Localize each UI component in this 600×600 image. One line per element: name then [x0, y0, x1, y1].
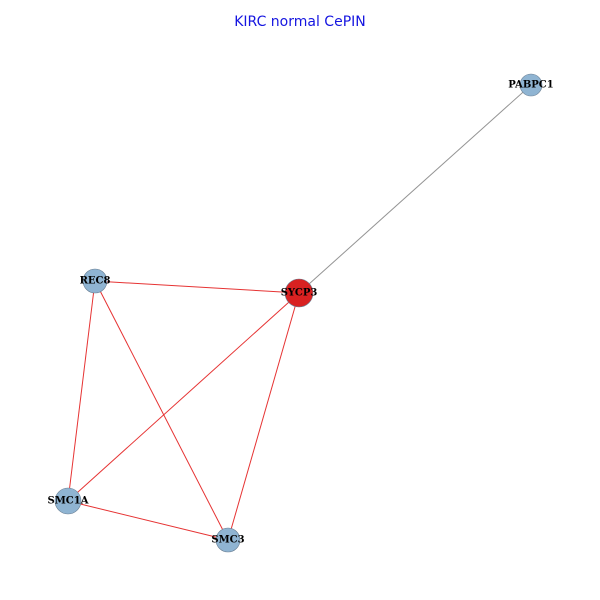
- graph-edge-REC8-SYCP3: [94, 280, 300, 294]
- node-label-SMC3: SMC3: [211, 535, 244, 546]
- graph-edge-SYCP3-PABPC1: [298, 84, 532, 294]
- graph-node-SYCP3: [284, 278, 314, 308]
- node-label-REC8: REC8: [80, 276, 111, 287]
- graph-edge-REC8-SMC1A: [67, 280, 96, 502]
- graph-node-SMC3: [215, 527, 241, 553]
- node-label-SMC1A: SMC1A: [48, 496, 89, 507]
- graph-edge-SMC3-SYCP3: [227, 292, 300, 541]
- plot-title: KIRC normal CePIN: [234, 14, 366, 30]
- node-label-PABPC1: PABPC1: [508, 80, 553, 91]
- graph-node-REC8: [82, 268, 108, 294]
- graph-node-PABPC1: [519, 73, 543, 97]
- graph-edge-SMC1A-SYCP3: [67, 292, 300, 502]
- graph-node-SMC1A: [54, 487, 82, 515]
- graph-edge-REC8-SMC3: [94, 280, 229, 541]
- graph-edge-SMC1A-SMC3: [67, 500, 229, 541]
- node-label-SYCP3: SYCP3: [281, 288, 318, 299]
